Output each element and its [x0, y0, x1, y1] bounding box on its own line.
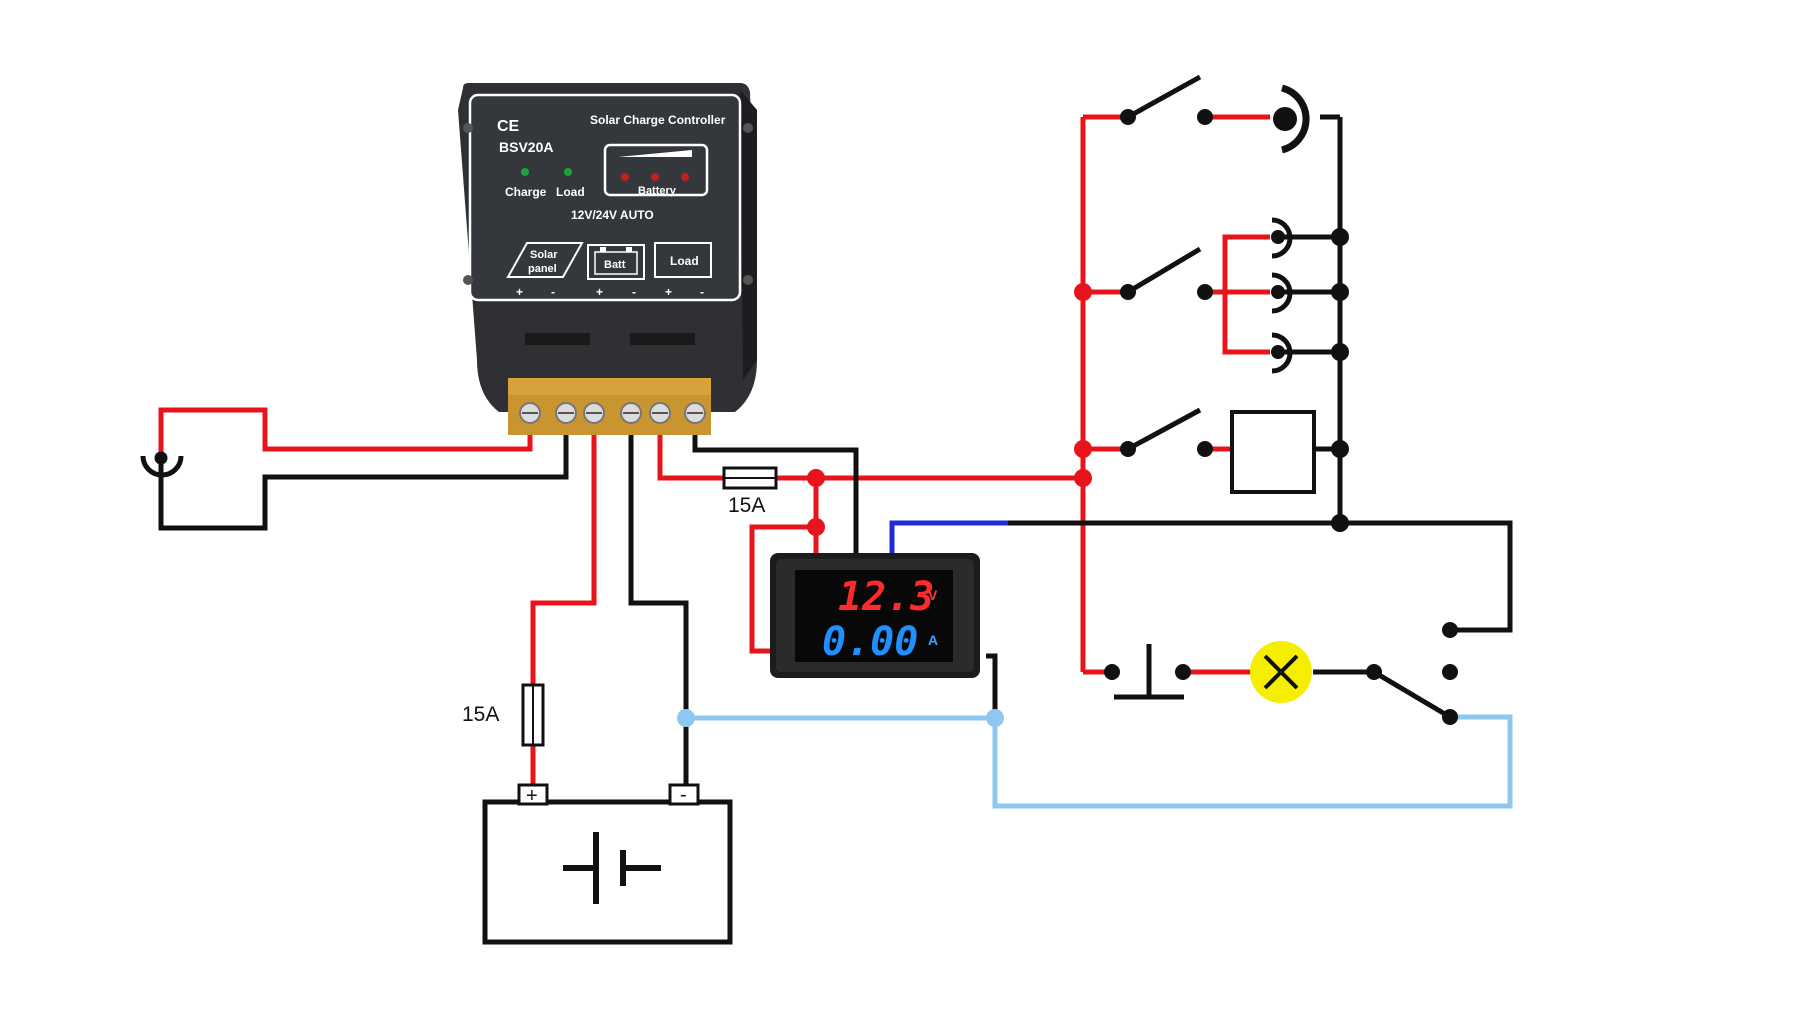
lamp-socket-small-1: [1271, 217, 1293, 259]
junction-dot: [1331, 228, 1349, 246]
signal-wires: [889, 520, 1008, 556]
return-wires: [686, 714, 1513, 809]
switch-2: [1120, 246, 1213, 300]
load-led-label: Load: [556, 185, 585, 199]
wire-solar-negative: [158, 420, 569, 531]
positive-wires: [158, 114, 1270, 790]
junction-dot: [1331, 343, 1349, 361]
wire-return-loop: [686, 714, 1513, 809]
battery-plus-label: +: [526, 785, 538, 807]
ce-mark: CE: [497, 118, 520, 135]
battery-minus-label: -: [680, 784, 687, 806]
current-unit: A: [928, 632, 938, 648]
battery: + -: [482, 783, 733, 945]
controller-model: BSV20A: [499, 139, 553, 155]
batt-minus: -: [632, 285, 636, 299]
load-plus: +: [665, 285, 672, 299]
junction-dot: [1331, 440, 1349, 458]
wire-meter-red: [749, 478, 819, 654]
wire-meter-blue: [889, 520, 1008, 556]
junction-dot: [1074, 283, 1092, 301]
solar-panel-symbol: [140, 451, 184, 478]
lamp-socket-large: [1273, 84, 1310, 154]
lamp-socket-small-2: [1271, 272, 1293, 314]
wire-solar-positive: [158, 407, 533, 455]
charge-led-label: Charge: [505, 185, 547, 199]
load-minus: -: [700, 285, 704, 299]
battery-plus-terminal: [517, 783, 549, 806]
load-fuse-label: 15A: [728, 494, 765, 517]
load-led: [564, 168, 572, 176]
voltage-unit: V: [928, 587, 938, 603]
junction-dot: [677, 709, 695, 727]
junction-dot: [1331, 283, 1349, 301]
solar-plus: +: [516, 285, 523, 299]
wire-battery-positive: [530, 420, 597, 685]
solar-minus: -: [551, 285, 555, 299]
junction-dot: [1074, 440, 1092, 458]
battery-fuse-label: 15A: [462, 703, 499, 726]
solar-panel-label-2: panel: [528, 263, 557, 275]
voltage-auto-label: 12V/24V AUTO: [571, 208, 654, 222]
batt-plus: +: [596, 285, 603, 299]
volt-amp-meter: 12.3 V 0.00 A: [770, 553, 980, 678]
indicator-lamp: [1250, 641, 1312, 703]
junction-dot: [807, 518, 825, 536]
junction-dot: [1074, 469, 1092, 487]
battery-indicator: Battery: [603, 143, 709, 197]
batt-label: Batt: [604, 259, 626, 271]
current-reading: 0.00: [822, 619, 918, 665]
switch-3: [1120, 407, 1213, 457]
load-terminal-group: Load + -: [654, 242, 712, 299]
controller-title: Solar Charge Controller: [590, 113, 726, 127]
push-button: [1104, 644, 1191, 700]
junction-dot: [986, 709, 1004, 727]
voltage-reading: 12.3: [838, 574, 934, 620]
battery-indicator-label: Battery: [638, 185, 677, 197]
wire-multi-lamp: [1205, 234, 1270, 295]
terminal-block: [508, 378, 711, 398]
batt-terminal-group: Batt + -: [587, 244, 645, 299]
changeover-switch: [1366, 622, 1458, 725]
load-fuse: 15A: [722, 466, 778, 517]
solar-panel-label-1: Solar: [530, 249, 558, 261]
wire-load-positive: [657, 420, 724, 481]
battery-minus-terminal: [668, 783, 700, 806]
load-terminal-label: Load: [670, 254, 699, 268]
battery-fuse: 15A: [462, 683, 545, 747]
load-box: [1230, 410, 1316, 494]
wire-battery-negative: [628, 420, 689, 790]
solar-charge-controller: CE BSV20A Solar Charge Controller Charge…: [458, 83, 757, 435]
solar-terminal-group: Solar panel + -: [506, 242, 584, 299]
junction-dots: [677, 228, 1349, 727]
battery-cell-icon: [563, 832, 661, 904]
lamp-socket-small-3: [1271, 332, 1293, 374]
charge-led: [521, 168, 529, 176]
junction-dot: [807, 469, 825, 487]
switch-1: [1120, 74, 1213, 125]
junction-dot: [1331, 514, 1349, 532]
